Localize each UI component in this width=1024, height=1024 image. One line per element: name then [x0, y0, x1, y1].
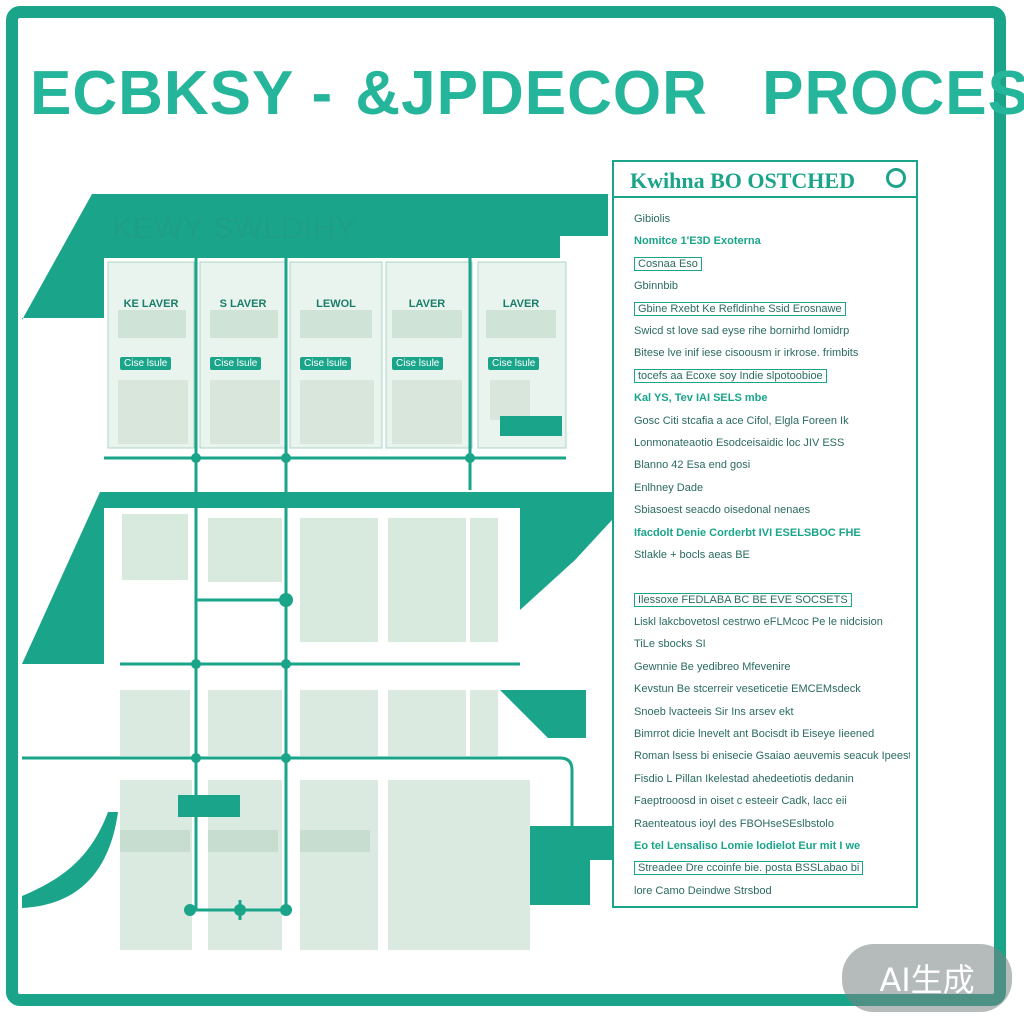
column-head-5: LAVER	[502, 298, 540, 310]
column-head-2: S LAVER	[219, 298, 267, 310]
panel-line: Gbine Rxebt Ke Refldinhe Ssid Erosnawe	[634, 298, 910, 320]
panel-line: Gewnnie Be yedibreo Mfevenire	[634, 656, 910, 678]
panel-line: Gibiolis	[634, 208, 910, 230]
panel-line: Ifacdolt Denie Corderbt IVI ESELSBOC FHE	[634, 522, 910, 544]
column-tag-2: Cise lsule	[210, 357, 262, 370]
panel-line: Gosc Citi stcafia a ace Cifol, Elgla For…	[634, 410, 910, 432]
panel-line-text: Cosnaa Eso	[634, 256, 702, 271]
panel-line: Stlakle + bocls aeas BE	[634, 544, 910, 566]
circle-icon	[886, 168, 906, 188]
panel-line-text: lore Camo Deindwe Strsbod	[634, 884, 772, 897]
column-tag-3: Cise lsule	[300, 357, 352, 370]
column-head-4: LAVER	[408, 298, 446, 310]
panel-line: Eo tel Lensaliso Lomie lodielot Eur mit …	[634, 835, 910, 857]
panel-line-text: Gibiolis	[634, 213, 671, 225]
column-head-1: KE LAVER	[123, 298, 179, 310]
panel-line-text: Gewnnie Be yedibreo Mfevenire	[634, 660, 791, 673]
panel-line: Lonmonateaotio Esodceisaidic loc JIV ESS	[634, 432, 910, 454]
panel-line: Liskl lakcbovetosl cestrwo eFLMcoc Pe le…	[634, 611, 910, 633]
panel-line-text: Sbiasoest seacdo oisedonal nenaes	[634, 504, 811, 517]
title-part-3: PROCESS	[762, 59, 1024, 128]
panel-line: Cosnaa Eso	[634, 253, 910, 275]
panel-line: Nomitce 1'E3D Exoterna	[634, 230, 910, 252]
panel-line-text: Fisdio L Pillan Ikelestad ahedeetiotis d…	[634, 772, 854, 785]
detail-panel-header: Kwihna BO OSTCHED	[614, 162, 916, 198]
panel-line: lore Camo Deindwe Strsbod	[634, 880, 910, 902]
panel-line: Swicd st love sad eyse rihe bornirhd lom…	[634, 320, 910, 342]
lower-strip-1	[120, 830, 190, 852]
detail-panel-title: Kwihna BO OSTCHED	[630, 168, 855, 193]
panel-line-text: Ifacdolt Denie Corderbt IVI ESELSBOC FHE	[634, 526, 861, 539]
swirl-left	[22, 812, 118, 908]
column-head-3: LEWOL	[316, 298, 356, 310]
middle-grid	[122, 514, 498, 642]
panel-line-text: Eo tel Lensaliso Lomie lodielot Eur mit …	[634, 839, 861, 852]
panel-spacer	[634, 567, 910, 589]
panel-line: Bitese lve inif iese cisoousm ir irkrose…	[634, 342, 910, 364]
lower-grid	[120, 690, 530, 950]
panel-line-text: Gbine Rxebt Ke Refldinhe Ssid Erosnawe	[634, 301, 846, 316]
page-title: ECBKSY - &JPDECOR PROCESS	[30, 58, 1024, 138]
ai-generated-badge: AI生成	[842, 944, 1012, 1012]
panel-line-text: Nomitce 1'E3D Exoterna	[634, 235, 761, 248]
panel-line-text: Raenteatous ioyl des FBOHseSEslbstolo	[634, 817, 834, 830]
panel-line-text: Snoeb lvacteeis Sir Ins arsev ekt	[634, 705, 794, 718]
panel-line: Streadee Dre ccoinfe bie. posta BSSLabao…	[634, 857, 910, 879]
column-tag-5: Cise lsule	[488, 357, 540, 370]
panel-line-text: Streadee Dre ccoinfe bie. posta BSSLabao…	[634, 861, 864, 876]
panel-line-text: Stlakle + bocls aeas BE	[634, 549, 750, 562]
connector-nodes	[184, 453, 475, 916]
panel-line-text: Roman lsess bi enisecie Gsaiao aeuvemis …	[634, 750, 910, 763]
panel-line: Roman lsess bi enisecie Gsaiao aeuvemis …	[634, 745, 910, 767]
panel-line: TiLe sbocks SI	[634, 633, 910, 655]
panel-line: Ilessoxe FEDLABA BC BE EVE SOCSETS	[634, 589, 910, 611]
outer-frame	[6, 6, 1006, 1006]
panel-line: Faeptrooosd in oiset c esteeir Cadk, lac…	[634, 790, 910, 812]
title-part-2: &JPDECOR	[355, 59, 708, 128]
connector-bottom-right	[528, 826, 612, 905]
column-tag-1: Cise lsule	[120, 357, 172, 370]
panel-line-text: Faeptrooosd in oiset c esteeir Cadk, lac…	[634, 795, 847, 808]
panel-line: Bimrrot dicie lnevelt ant Bocisdt ib Eis…	[634, 723, 910, 745]
panel-line-text: Kevstun Be stcerreir veseticetie EMCEMsd…	[634, 683, 861, 696]
panel-line: Sbiasoest seacdo oisedonal nenaes	[634, 499, 910, 521]
lower-tag-1	[178, 795, 240, 817]
panel-line: Snoeb lvacteeis Sir Ins arsev ekt	[634, 701, 910, 723]
panel-line-text: Bimrrot dicie lnevelt ant Bocisdt ib Eis…	[634, 727, 875, 740]
panel-line: Fisdio L Pillan Ikelestad ahedeetiotis d…	[634, 768, 910, 790]
panel-line-text: Enlhney Dade	[634, 481, 704, 494]
panel-line: tocefs aa Ecoxe soy Indie slpotoobioe	[634, 365, 910, 387]
title-part-1: ECBKSY -	[30, 59, 334, 128]
panel-line-text: Swicd st love sad eyse rihe bornirhd lom…	[634, 325, 850, 338]
panel-line: Enlhney Dade	[634, 477, 910, 499]
column-tag-4: Cise lsule	[392, 357, 444, 370]
panel-line: Blanno 42 Esa end gosi	[634, 454, 910, 476]
panel-line-text: Kal YS, Tev IAI SELS mbe	[634, 392, 768, 405]
panel-line-text: Bitese lve inif iese cisoousm ir irkrose…	[634, 347, 859, 360]
panel-line-text: Lonmonateaotio Esodceisaidic loc JIV ESS	[634, 437, 845, 450]
connector-right	[500, 690, 586, 738]
panel-line: Raenteatous ioyl des FBOHseSEslbstolo	[634, 813, 910, 835]
panel-line-text: TiLe sbocks SI	[634, 638, 706, 651]
panel-line: Gbinnbib	[634, 275, 910, 297]
panel-line-text: tocefs aa Ecoxe soy Indie slpotoobioe	[634, 368, 827, 383]
section-label: KEWY SWLDIHY	[112, 212, 357, 245]
panel-line-text: Blanno 42 Esa end gosi	[634, 459, 751, 472]
panel-line: Kevstun Be stcerreir veseticetie EMCEMsd…	[634, 678, 910, 700]
top-row-cards	[107, 261, 567, 449]
lower-strip-3	[300, 830, 370, 852]
panel-line-text: Liskl lakcbovetosl cestrwo eFLMcoc Pe le…	[634, 615, 883, 628]
lower-strip-2	[208, 830, 278, 852]
panel-line-text: Ilessoxe FEDLABA BC BE EVE SOCSETS	[634, 592, 852, 607]
panel-line: Kal YS, Tev IAI SELS mbe	[634, 387, 910, 409]
panel-line-text: Gbinnbib	[634, 280, 679, 293]
panel-line-text: Gosc Citi stcafia a ace Cifol, Elgla For…	[634, 414, 849, 427]
